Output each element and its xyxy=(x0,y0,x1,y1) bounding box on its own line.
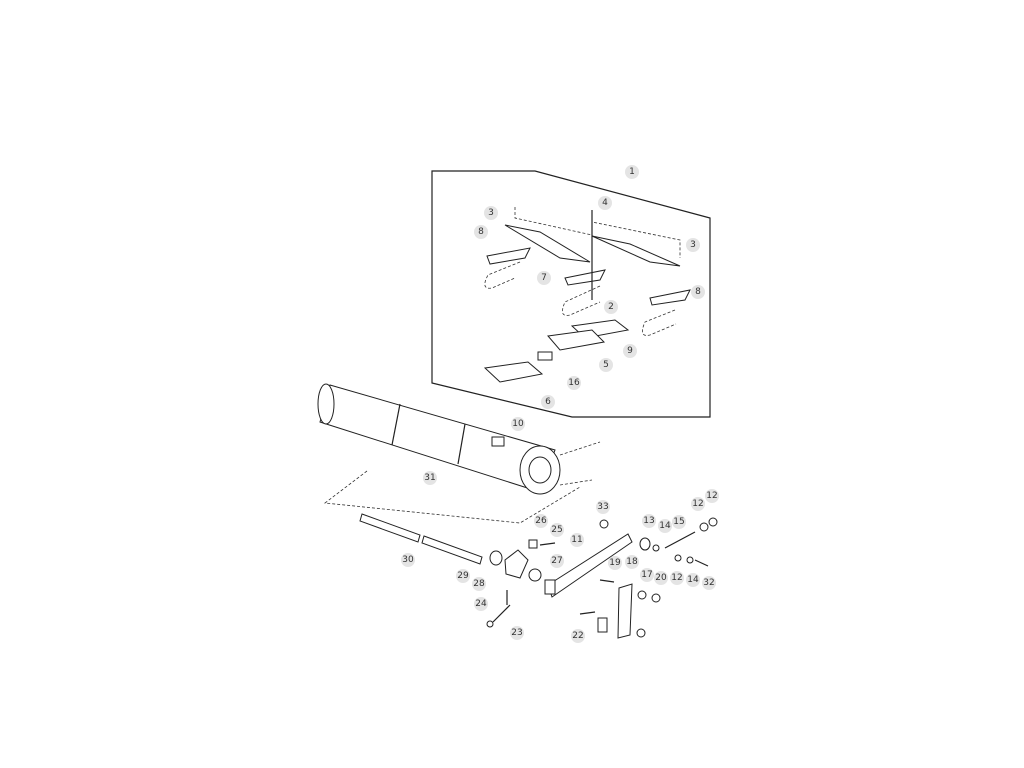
callout-bubble xyxy=(401,553,415,567)
callout-bubble xyxy=(567,376,581,390)
callout-bubble xyxy=(550,554,564,568)
callout-number: 23 xyxy=(511,628,522,638)
callout-bubble xyxy=(640,568,654,582)
callout-bubble xyxy=(511,417,525,431)
callout-bubble xyxy=(658,519,672,533)
callout-bubble xyxy=(608,556,622,570)
callout-bubble xyxy=(510,626,524,640)
callout-bubble xyxy=(541,395,555,409)
callout-number: 14 xyxy=(659,521,671,531)
callout-number: 17 xyxy=(641,570,652,580)
callout-number: 5 xyxy=(603,360,609,370)
callout-number: 25 xyxy=(551,525,562,535)
callout-bubble xyxy=(670,571,684,585)
callout-bubble xyxy=(623,344,637,358)
callout-bubble xyxy=(571,629,585,643)
callout-number: 33 xyxy=(597,502,608,512)
callout-number: 2 xyxy=(608,302,614,312)
callout-number: 12 xyxy=(692,499,703,509)
callout-number: 31 xyxy=(424,473,435,483)
callout-number: 3 xyxy=(488,208,494,218)
callout-number: 28 xyxy=(473,579,485,589)
callout-bubble xyxy=(484,206,498,220)
callout-number: 11 xyxy=(571,535,582,545)
callout-bubble xyxy=(474,597,488,611)
callout-number: 14 xyxy=(687,575,699,585)
callout-number: 22 xyxy=(572,631,583,641)
roller-cylinder xyxy=(317,383,601,524)
callout-number: 6 xyxy=(545,397,551,407)
callout-bubble xyxy=(472,577,486,591)
callout-bubble xyxy=(474,225,488,239)
callout-number: 9 xyxy=(627,346,633,356)
callout-number: 27 xyxy=(551,556,562,566)
callout-number: 26 xyxy=(535,516,547,526)
callout-bubble xyxy=(691,285,705,299)
callout-bubble xyxy=(625,165,639,179)
callout-number: 18 xyxy=(626,557,638,567)
callout-number: 12 xyxy=(671,573,682,583)
callout-number: 3 xyxy=(690,240,696,250)
callout-number: 13 xyxy=(643,516,654,526)
callout-number: 24 xyxy=(475,599,487,609)
callout-number: 16 xyxy=(568,378,580,388)
callout-bubble xyxy=(672,515,686,529)
callout-number: 8 xyxy=(478,227,484,237)
callout-bubble xyxy=(537,271,551,285)
callout-bubble xyxy=(596,500,610,514)
callout-bubble xyxy=(686,573,700,587)
inset-frame xyxy=(431,170,711,418)
callout-number: 7 xyxy=(541,273,547,283)
callout-number: 15 xyxy=(673,517,684,527)
callout-bubble xyxy=(599,358,613,372)
callout-bubble xyxy=(702,576,716,590)
callout-number: 4 xyxy=(602,198,608,208)
callout-number: 8 xyxy=(695,287,701,297)
callout-number: 1 xyxy=(629,167,635,177)
callout-bubble xyxy=(625,555,639,569)
callout-number: 19 xyxy=(609,558,621,568)
callout-bubble xyxy=(423,471,437,485)
callout-bubble xyxy=(550,523,564,537)
callout-bubble xyxy=(456,569,470,583)
callout-bubble xyxy=(705,489,719,503)
callout-number: 12 xyxy=(706,491,717,501)
callout-bubble xyxy=(654,571,668,585)
callout-bubble xyxy=(642,514,656,528)
callout-bubble xyxy=(686,238,700,252)
callout-number: 32 xyxy=(703,578,714,588)
callout-number: 10 xyxy=(512,419,524,429)
callout-number: 20 xyxy=(655,573,667,583)
callout-bubble xyxy=(598,196,612,210)
callout-bubble xyxy=(534,514,548,528)
shaft-assembly xyxy=(359,513,718,639)
bracket-assembly xyxy=(483,207,691,383)
callout-bubble xyxy=(604,300,618,314)
callout-number: 29 xyxy=(457,571,469,581)
callout-bubble xyxy=(570,533,584,547)
callout-number: 30 xyxy=(402,555,414,565)
callout-bubble xyxy=(691,497,705,511)
